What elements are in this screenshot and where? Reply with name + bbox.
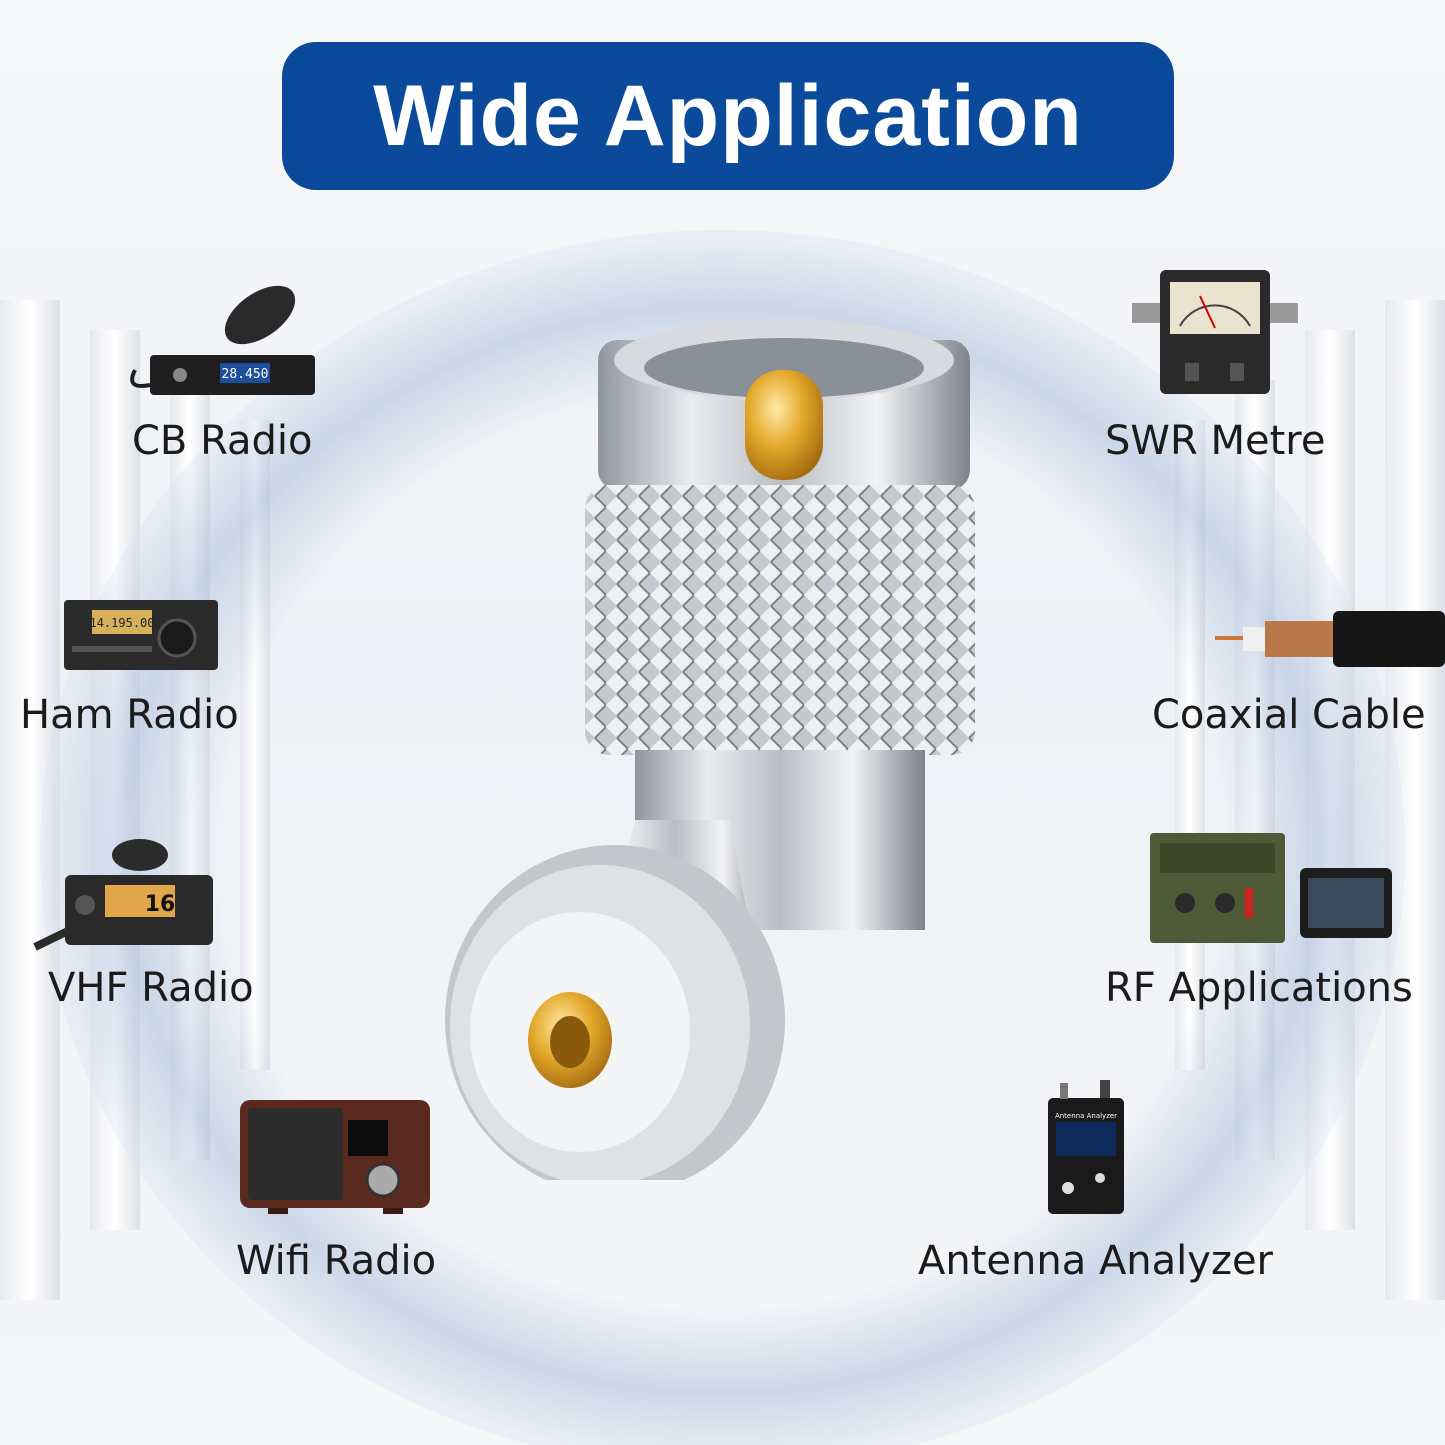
label-coaxial-cable: Coaxial Cable bbox=[1152, 692, 1426, 738]
ham-radio-icon: 14.195.00 bbox=[64, 600, 218, 670]
swr-meter-icon bbox=[1132, 270, 1298, 394]
label-rf-applications: RF Applications bbox=[1105, 965, 1413, 1011]
title-banner: Wide Application bbox=[282, 42, 1174, 190]
wifi-radio-icon bbox=[240, 1100, 430, 1214]
label-vhf-radio: VHF Radio bbox=[48, 965, 254, 1011]
vhf-display: 16 bbox=[145, 892, 176, 917]
label-antenna-analyzer: Antenna Analyzer bbox=[918, 1238, 1273, 1284]
label-swr-metre: SWR Metre bbox=[1105, 418, 1326, 464]
label-cb-radio: CB Radio bbox=[132, 418, 313, 464]
label-ham-radio: Ham Radio bbox=[20, 692, 239, 738]
vhf-radio-icon: 16 bbox=[33, 839, 213, 951]
uhf-right-angle-adapter-image bbox=[445, 320, 975, 1180]
rf-equipment-icon bbox=[1150, 833, 1392, 943]
analyzer-display: Antenna Analyzer bbox=[1055, 1112, 1117, 1120]
antenna-analyzer-icon: Antenna Analyzer bbox=[1048, 1080, 1124, 1214]
cb-radio-icon: 28.450 bbox=[130, 285, 315, 395]
cb-display: 28.450 bbox=[222, 367, 269, 382]
coaxial-cable-icon bbox=[1215, 611, 1445, 667]
ham-display: 14.195.00 bbox=[89, 616, 154, 630]
page-title: Wide Application bbox=[373, 67, 1083, 164]
label-wifi-radio: Wifi Radio bbox=[236, 1238, 437, 1284]
